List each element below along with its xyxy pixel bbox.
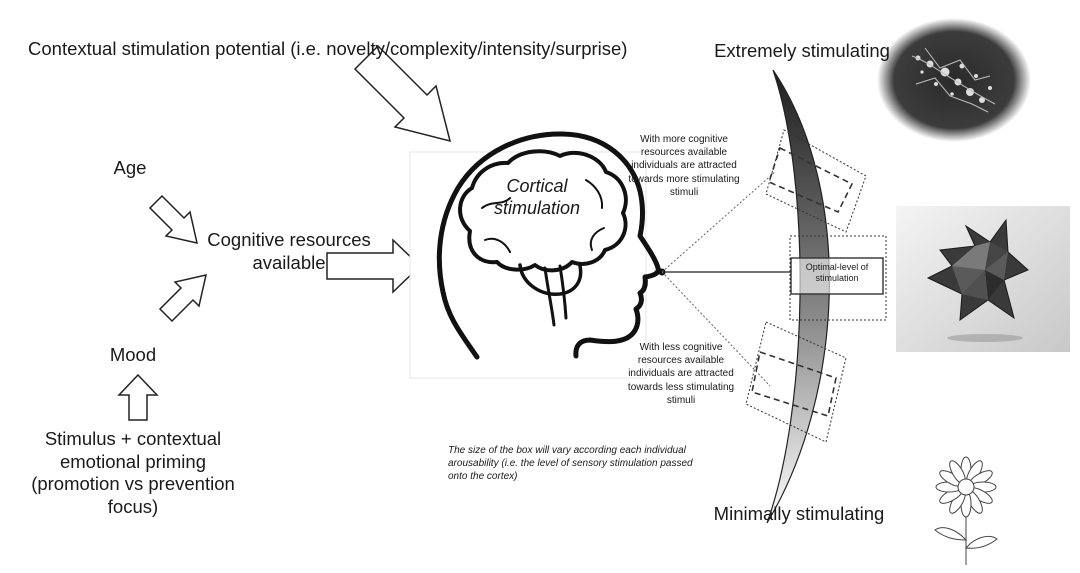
optimal-level-label: Optimal-level of stimulation (805, 262, 869, 284)
cortical-stimulation-label: Cortical stimulation (493, 176, 581, 218)
mood-arrow (158, 274, 207, 323)
upper-tilted-boxes (765, 129, 867, 233)
box-size-note: The size of the box will vary according … (448, 445, 693, 483)
more-resources-label: With more cognitive resources available … (628, 134, 740, 198)
extremely-stimulating-label: Extremely stimulating (714, 40, 890, 61)
fractal-image (877, 18, 1031, 142)
head-brain-icon (409, 131, 661, 379)
contextual-arrow (353, 44, 452, 143)
stimulus-up-arrow (117, 373, 159, 421)
minimally-stimulating-label: Minimally stimulating (713, 503, 885, 524)
cognitive-resources-label: Cognitive resources available (207, 229, 371, 273)
daisy-flower-icon (934, 456, 998, 565)
stellated-polyhedron-image (896, 206, 1070, 352)
stimulation-crescent (766, 69, 830, 524)
mood-label: Mood (109, 344, 157, 365)
less-resources-label: With less cognitive resources available … (627, 342, 735, 406)
age-label: Age (113, 157, 147, 178)
focal-point (658, 171, 791, 387)
cognitive-arrow (326, 238, 422, 294)
optimal-level-boxes (789, 235, 887, 321)
stimulus-priming-label: Stimulus + contextual emotional priming … (31, 428, 235, 517)
age-arrow (148, 194, 198, 244)
lower-tilted-boxes (745, 321, 847, 443)
contextual-stimulation-label: Contextual stimulation potential (i.e. n… (28, 38, 628, 59)
